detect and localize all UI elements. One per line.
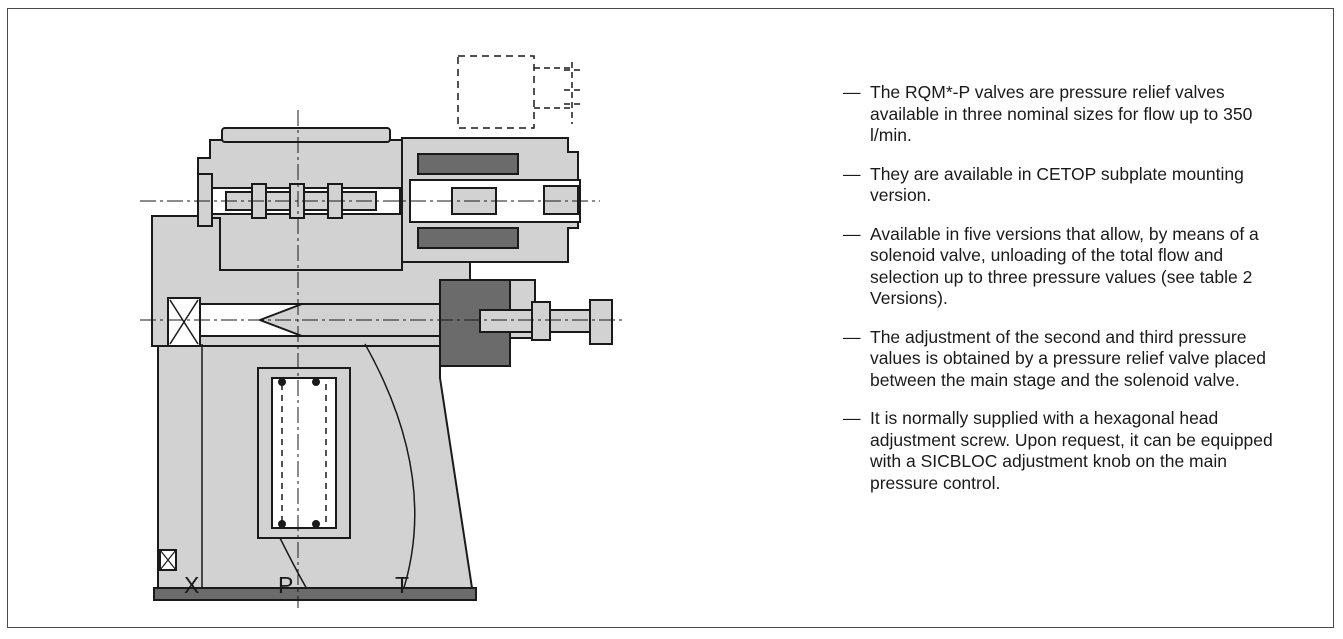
- adjustment-hex-head: [589, 299, 613, 345]
- port-t-label: T: [395, 572, 410, 598]
- adjustment-housing: [439, 279, 511, 367]
- port-t-channel: [364, 343, 416, 595]
- description-item: — Available in five versions that allow, …: [843, 224, 1283, 310]
- page-frame: [7, 8, 1334, 628]
- bullet-marker: —: [843, 326, 861, 347]
- port-x-label: X: [184, 572, 200, 598]
- description-text: Available in five versions that allow, b…: [870, 223, 1259, 309]
- description-text: The RQM*-P valves are pressure relief va…: [870, 82, 1253, 145]
- main-spring: [281, 384, 327, 522]
- bullet-marker: —: [843, 223, 861, 244]
- solenoid-end: [543, 185, 579, 215]
- description-text: The adjustment of the second and third p…: [870, 326, 1266, 390]
- description-text: It is normally supplied with a hexagonal…: [870, 408, 1273, 493]
- adjustment-nut: [531, 301, 551, 341]
- bullet-marker: —: [843, 82, 861, 102]
- port-p-label: P: [278, 572, 294, 598]
- pilot-cap: [221, 127, 391, 143]
- connector-dashed-box: [457, 55, 535, 129]
- description-item: — The RQM*-P valves are pressure relief v…: [843, 82, 1283, 147]
- description-list: — The RQM*-P valves are pressure relief v…: [843, 82, 1283, 511]
- bullet-marker: —: [843, 408, 861, 428]
- description-item: — The adjustment of the second and third …: [843, 327, 1283, 392]
- description-item: — They are available in CETOP subplate mo…: [843, 164, 1283, 207]
- description-text: They are available in CETOP subplate mou…: [870, 163, 1244, 206]
- pilot-left-cap: [197, 173, 213, 227]
- solenoid-coil-bottom: [417, 227, 519, 249]
- valve-section-drawing: [140, 55, 625, 608]
- description-item: — It is normally supplied with a hexagona…: [843, 408, 1283, 494]
- bullet-marker: —: [843, 163, 861, 184]
- solenoid-coil-top: [417, 153, 519, 175]
- base-plate: [153, 587, 477, 601]
- connector-dashed-symbol: [534, 62, 580, 124]
